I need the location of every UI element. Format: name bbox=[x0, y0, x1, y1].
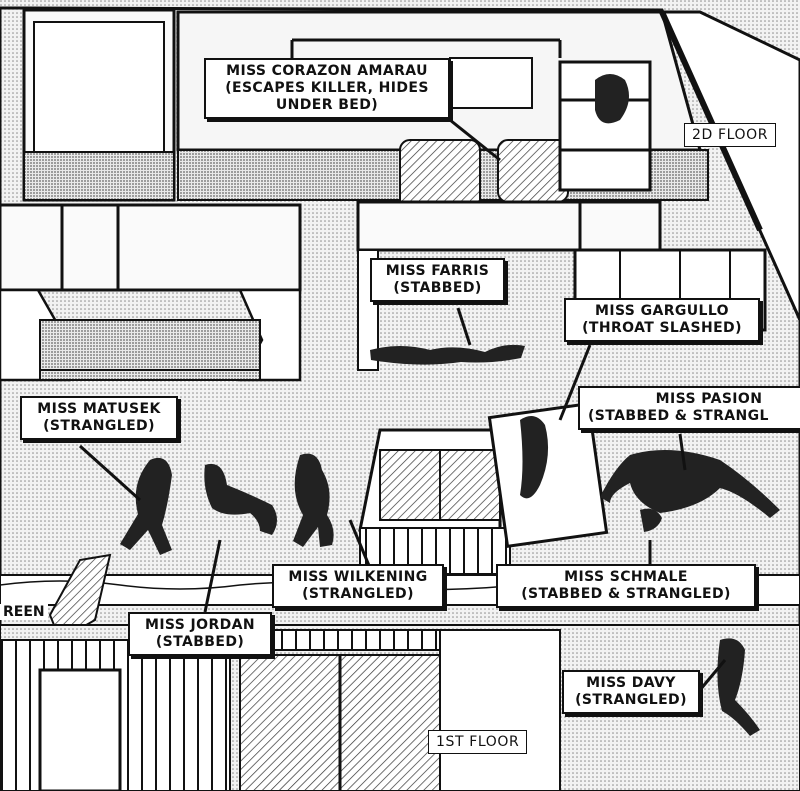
upper-wall bbox=[0, 6, 800, 791]
victim-name: MISS GARGULLO bbox=[595, 303, 729, 319]
victim-label-wilkening: MISS WILKENING (STRANGLED) bbox=[272, 564, 444, 608]
second-floor-label: 2D FLOOR bbox=[684, 123, 777, 147]
victim-fate-cont: UNDER BED) bbox=[275, 97, 379, 113]
victim-name: MISS SCHMALE bbox=[564, 569, 688, 585]
top-left-room bbox=[22, 8, 176, 202]
victim-fate: (STABBED & STRANGL bbox=[588, 408, 769, 424]
victim-fate: (THROAT SLASHED) bbox=[582, 320, 742, 336]
victim-fate: (STRANGLED) bbox=[575, 692, 687, 708]
victim-fate: (STABBED & STRANGLED) bbox=[521, 586, 731, 602]
victim-name: MISS MATUSEK bbox=[37, 401, 161, 417]
first-floor-label: 1ST FLOOR bbox=[428, 730, 528, 754]
victim-name: MISS WILKENING bbox=[288, 569, 428, 585]
victim-fate: (STABBED) bbox=[155, 634, 245, 650]
victim-label-davy: MISS DAVY (STRANGLED) bbox=[562, 670, 700, 714]
victim-name: MISS DAVY bbox=[586, 675, 676, 691]
leader-lines bbox=[78, 118, 727, 691]
victim-label-farris: MISS FARRIS (STABBED) bbox=[370, 258, 505, 302]
victim-fate: (STRANGLED) bbox=[302, 586, 414, 602]
cropped-text-fragment: REEN bbox=[0, 604, 48, 620]
victim-name: MISS CORAZON AMARAU bbox=[226, 63, 428, 79]
victim-fate: (STRANGLED) bbox=[43, 418, 155, 434]
victim-name: MISS FARRIS bbox=[385, 263, 490, 279]
victim-fate: (STABBED) bbox=[393, 280, 482, 296]
victim-label-gargullo: MISS GARGULLO (THROAT SLASHED) bbox=[564, 298, 760, 342]
victim-label-matusek: MISS MATUSEK (STRANGLED) bbox=[20, 396, 178, 440]
victim-name: MISS PASION bbox=[655, 391, 763, 407]
victim-label-jordan: MISS JORDAN (STABBED) bbox=[128, 612, 272, 656]
victim-label-amarau: MISS CORAZON AMARAU (ESCAPES KILLER, HID… bbox=[204, 58, 450, 119]
victim-fate: (ESCAPES KILLER, HIDES bbox=[225, 80, 429, 96]
middle-left-room bbox=[0, 203, 302, 382]
victim-label-pasion: MISS PASION (STABBED & STRANGL bbox=[578, 386, 800, 430]
middle-right-room bbox=[356, 200, 767, 371]
victim-label-schmale: MISS SCHMALE (STABBED & STRANGLED) bbox=[496, 564, 756, 608]
victim-name: MISS JORDAN bbox=[144, 617, 255, 633]
